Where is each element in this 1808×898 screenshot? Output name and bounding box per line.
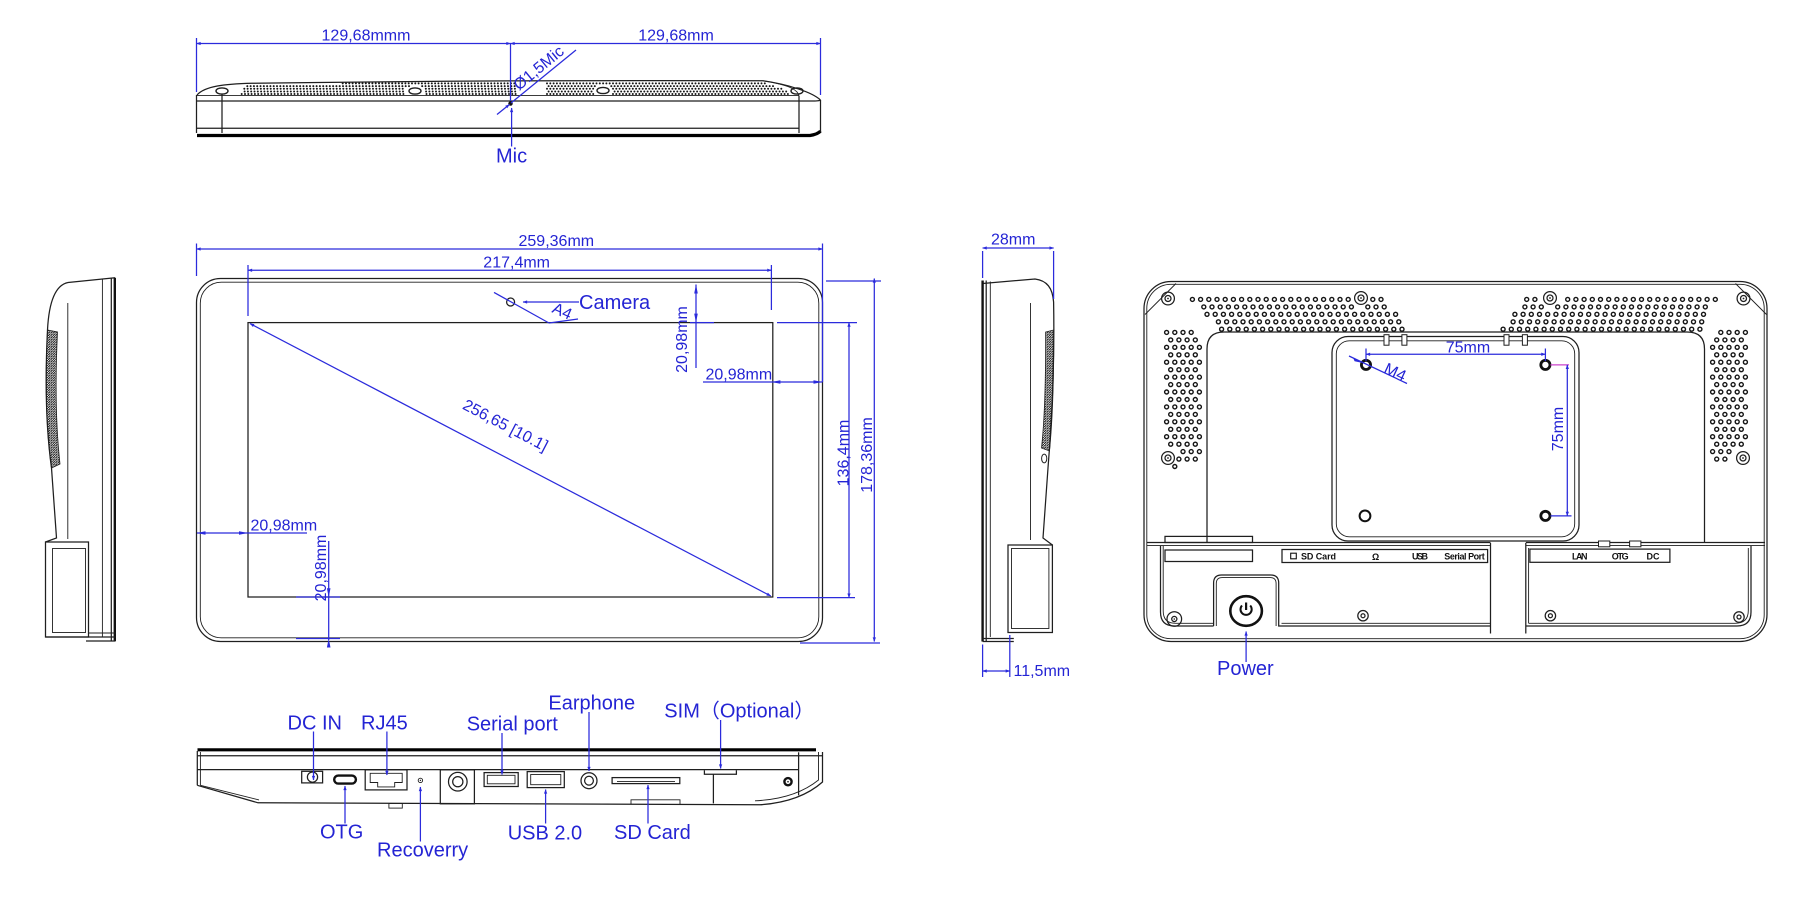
svg-text:Recoverry: Recoverry xyxy=(377,840,468,862)
svg-text:OTG: OTG xyxy=(1612,552,1629,562)
svg-text:DC IN: DC IN xyxy=(288,713,342,735)
svg-text:Earphone: Earphone xyxy=(548,693,635,715)
svg-text:M4: M4 xyxy=(1381,361,1408,386)
svg-text:SIM（Optional）: SIM（Optional） xyxy=(664,700,814,723)
svg-text:20,98mm: 20,98mm xyxy=(251,518,318,535)
svg-text:Mic: Mic xyxy=(496,146,527,168)
svg-text:75mm: 75mm xyxy=(1446,340,1490,357)
svg-text:20,98mm: 20,98mm xyxy=(313,535,330,602)
svg-text:OTG: OTG xyxy=(320,822,363,844)
svg-text:USB: USB xyxy=(1412,552,1429,562)
svg-text:259,36mm: 259,36mm xyxy=(519,233,595,250)
svg-text:Camera: Camera xyxy=(579,292,651,314)
svg-text:RJ45: RJ45 xyxy=(361,713,408,735)
svg-text:SD Card: SD Card xyxy=(1301,552,1336,562)
svg-text:136,4mm: 136,4mm xyxy=(836,420,853,487)
svg-text:20,98mm: 20,98mm xyxy=(674,306,691,373)
svg-text:Serial port: Serial port xyxy=(467,714,559,736)
svg-text:SD Card: SD Card xyxy=(614,822,691,844)
svg-text:75mm: 75mm xyxy=(1550,407,1567,451)
svg-text:129,68mmm: 129,68mmm xyxy=(322,28,411,45)
svg-text:DC: DC xyxy=(1647,552,1661,562)
svg-text:USB 2.0: USB 2.0 xyxy=(508,823,582,845)
svg-text:256,65 [10.1]: 256,65 [10.1] xyxy=(460,397,551,455)
svg-text:LAN: LAN xyxy=(1572,552,1588,562)
svg-text:Serial Port: Serial Port xyxy=(1444,552,1484,562)
svg-text:Ω: Ω xyxy=(1372,552,1379,562)
svg-text:217,4mm: 217,4mm xyxy=(483,254,550,271)
svg-text:178,36mm: 178,36mm xyxy=(859,417,876,493)
svg-text:11,5mm: 11,5mm xyxy=(1014,663,1071,680)
svg-text:A4: A4 xyxy=(549,300,574,324)
svg-text:Power: Power xyxy=(1217,658,1274,680)
svg-text:28mm: 28mm xyxy=(991,232,1035,249)
svg-text:129,68mm: 129,68mm xyxy=(638,28,714,45)
svg-text:20,98mm: 20,98mm xyxy=(706,367,773,384)
